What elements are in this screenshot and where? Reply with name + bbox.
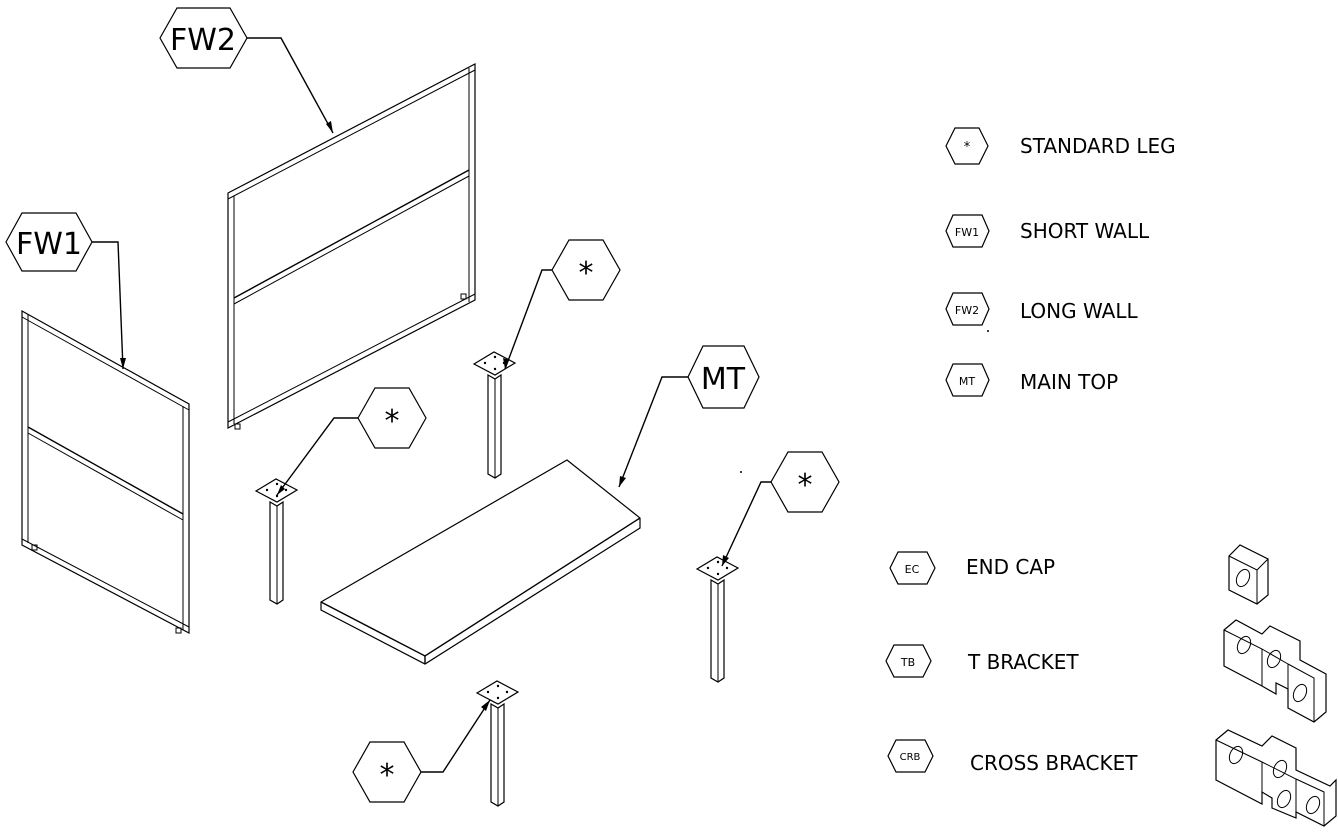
legend-label-short-wall: SHORT WALL — [1020, 219, 1150, 243]
t-bracket-drawing — [1223, 619, 1327, 723]
legend-label-t-bracket: T BRACKET — [967, 650, 1079, 674]
legend-tag-long-wall: FW2 — [955, 304, 979, 317]
long-wall-panel — [227, 63, 476, 430]
callout-leg-d-label: * — [380, 758, 395, 793]
leg-1 — [254, 478, 299, 605]
legend-item-long-wall: FW2 LONG WALL — [945, 292, 1138, 326]
legend-tag-short-wall: FW1 — [955, 226, 979, 239]
leg-3 — [695, 556, 740, 683]
legend-label-main-top: MAIN TOP — [1020, 370, 1118, 394]
legend-tag-main-top: MT — [959, 375, 975, 388]
callout-leg-c-label: * — [798, 468, 813, 503]
callout-leg-a: * — [551, 239, 621, 301]
legend-tag-t-bracket: TB — [900, 656, 915, 669]
leader-lines — [92, 37, 771, 773]
legend-tag-standard-leg: * — [964, 140, 971, 155]
callout-fw2-label: FW2 — [170, 23, 236, 58]
callout-fw2: FW2 — [159, 7, 248, 69]
leg-4 — [475, 680, 520, 807]
legend-label-standard-leg: STANDARD LEG — [1020, 134, 1176, 158]
legend-item-standard-leg: * STANDARD LEG — [945, 127, 1176, 165]
legend-label-long-wall: LONG WALL — [1020, 299, 1138, 323]
legend-item-t-bracket: TB T BRACKET — [885, 644, 1079, 678]
legend-item-cross-bracket: CRB CROSS BRACKET — [887, 739, 1138, 775]
legend-label-end-cap: END CAP — [966, 555, 1055, 579]
callout-leg-c: * — [770, 451, 840, 513]
callout-mt: MT — [687, 345, 760, 409]
short-wall-panel — [21, 309, 190, 634]
callout-leg-a-label: * — [579, 256, 594, 291]
legend-tag-cross-bracket: CRB — [900, 752, 921, 763]
callout-fw1-label: FW1 — [16, 227, 82, 262]
legend-item-end-cap: EC END CAP — [889, 551, 1055, 585]
main-top-surface — [320, 459, 641, 665]
callout-leg-d: * — [352, 741, 422, 803]
callout-leg-b-label: * — [385, 404, 400, 439]
callout-fw1: FW1 — [5, 212, 93, 272]
callout-mt-label: MT — [701, 362, 746, 397]
leg-2 — [472, 351, 517, 479]
legend-label-cross-bracket: CROSS BRACKET — [970, 751, 1138, 775]
legend-tag-end-cap: EC — [905, 563, 920, 576]
cross-bracket-drawing — [1215, 729, 1337, 827]
legend-item-short-wall: FW1 SHORT WALL — [945, 214, 1150, 248]
end-cap-drawing — [1228, 544, 1269, 605]
callout-leg-b: * — [357, 387, 427, 449]
legend-item-main-top: MT MAIN TOP — [945, 363, 1118, 397]
